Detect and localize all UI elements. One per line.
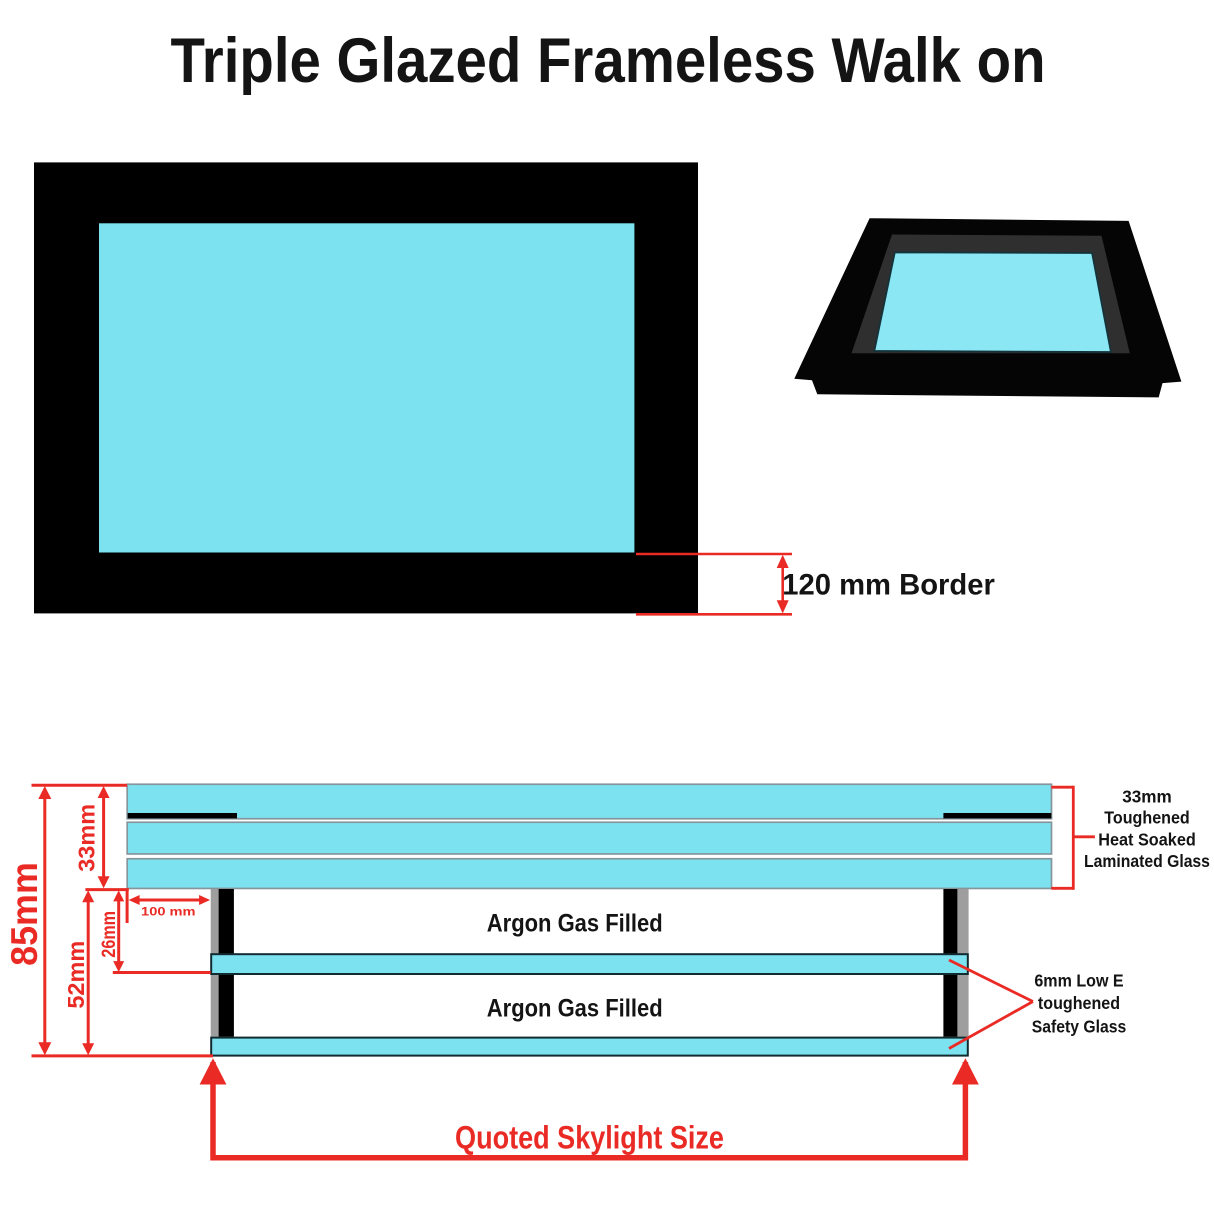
svg-text:33mm: 33mm <box>73 804 99 872</box>
svg-text:120 mm Border: 120 mm Border <box>782 570 995 602</box>
svg-text:Argon Gas Filled: Argon Gas Filled <box>487 909 663 936</box>
svg-text:26mm: 26mm <box>98 911 120 958</box>
svg-text:33mm: 33mm <box>1122 786 1172 806</box>
svg-text:Triple Glazed Frameless Walk o: Triple Glazed Frameless Walk on <box>170 25 1045 96</box>
svg-text:Argon Gas Filled: Argon Gas Filled <box>487 994 663 1021</box>
svg-text:100 mm: 100 mm <box>141 905 196 918</box>
svg-text:toughened: toughened <box>1038 994 1120 1014</box>
svg-text:Quoted Skylight Size: Quoted Skylight Size <box>455 1120 724 1156</box>
svg-text:6mm Low E: 6mm Low E <box>1034 971 1123 991</box>
svg-text:Laminated Glass: Laminated Glass <box>1084 851 1210 871</box>
svg-text:Safety Glass: Safety Glass <box>1032 1017 1126 1037</box>
svg-text:85mm: 85mm <box>4 862 46 966</box>
svg-text:Toughened: Toughened <box>1104 808 1189 828</box>
svg-text:52mm: 52mm <box>63 941 89 1009</box>
svg-text:Heat Soaked: Heat Soaked <box>1098 830 1196 850</box>
